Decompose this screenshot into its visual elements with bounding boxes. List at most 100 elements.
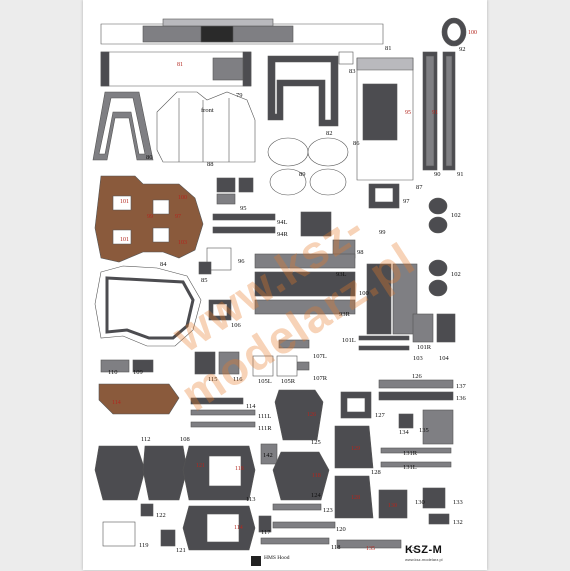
- part-label-20: 98: [357, 249, 364, 256]
- part-label-56: 113: [246, 496, 256, 503]
- part-label-64: 117: [261, 529, 271, 536]
- part-100-a: [366, 263, 392, 335]
- part-126-piece: [274, 389, 324, 441]
- part-label-11: 90: [434, 171, 441, 178]
- part-128-piece: [334, 475, 374, 519]
- part-label-3: 79: [236, 92, 243, 99]
- part-label-15: 102: [451, 212, 461, 219]
- part-label-14: 97: [403, 198, 410, 205]
- part-label-8: 88: [207, 161, 214, 168]
- part-label-17: 94L: [277, 219, 288, 226]
- part-115-box: [194, 351, 216, 375]
- part-122-box: [140, 503, 154, 517]
- part-107l-strip: [278, 339, 310, 349]
- part-label-40: 126: [412, 373, 422, 380]
- part-label-10: 87: [416, 184, 423, 191]
- part-95-b: [238, 177, 254, 193]
- part-label-41: 137: [456, 383, 466, 390]
- part-label-0: 81: [385, 45, 392, 52]
- part-135-strip: [336, 539, 402, 549]
- part-label-28: 101R: [417, 344, 432, 351]
- part-label-7: 80: [146, 154, 153, 161]
- part-label-39: 105R: [281, 378, 296, 385]
- part-99-block: [300, 211, 332, 237]
- part-134-block: [398, 413, 414, 429]
- part-label-18: 94R: [277, 231, 288, 238]
- part-label-62: 132: [453, 519, 463, 526]
- part-114-brown: [98, 383, 180, 415]
- part-131r-strip: [380, 447, 452, 454]
- part-135-block: [422, 409, 454, 445]
- part-label-36: 115: [208, 376, 218, 383]
- part-red-label-12: 121: [196, 463, 205, 469]
- part-label-2: 83: [349, 68, 356, 75]
- part-red-label-19: 100: [468, 30, 477, 36]
- part-81-box-right: [242, 51, 252, 87]
- part-label-12: 91: [457, 171, 464, 178]
- part-red-label-14: 129: [351, 446, 360, 452]
- part-142-box: [260, 443, 278, 465]
- part-red-label-17: 114: [234, 525, 243, 531]
- part-red-label-11: 118: [235, 466, 244, 472]
- part-81-box-inset: [212, 57, 244, 81]
- part-109-box: [132, 359, 154, 373]
- part-label-13: 95: [240, 205, 247, 212]
- part-label-6: 86: [353, 140, 360, 147]
- part-117-box: [258, 515, 272, 533]
- part-label-21: 96: [238, 258, 245, 265]
- part-label-47: 135: [419, 427, 429, 434]
- part-91-inner: [445, 55, 453, 167]
- part-84-outline-dark: [105, 276, 195, 340]
- part-102-b: [428, 216, 448, 234]
- part-88-folds: [178, 98, 230, 162]
- part-label-25: 100: [359, 290, 369, 297]
- part-label-26: 102: [451, 271, 461, 278]
- part-label-43: 114: [246, 403, 256, 410]
- part-102-c: [428, 259, 448, 277]
- part-81-box-left: [100, 51, 110, 87]
- part-84-outline: [94, 265, 202, 347]
- part-label-38: 105L: [258, 378, 272, 385]
- part-93r-strip: [254, 299, 356, 315]
- part-red-label-3: 101: [120, 199, 129, 205]
- part-red-label-13: 118: [312, 473, 321, 479]
- part-red-label-4: 99: [147, 214, 153, 220]
- part-label-54: 131L: [403, 464, 417, 471]
- part-131l-strip: [380, 461, 452, 468]
- part-label-34: 110: [108, 369, 118, 376]
- part-101r-strip: [358, 345, 410, 351]
- part-102-d: [428, 279, 448, 297]
- part-124-piece: [272, 451, 330, 501]
- part-81-light-band: [162, 18, 274, 27]
- part-label-61: 122: [156, 512, 166, 519]
- part-93l-strip: [254, 253, 356, 269]
- part-label-49: 112: [141, 436, 151, 443]
- parts-layout: [92, 17, 467, 551]
- part-110-box: [100, 359, 130, 373]
- part-88-front: [156, 91, 256, 163]
- part-86-dark: [362, 83, 398, 141]
- part-label-27: 101L: [342, 337, 356, 344]
- part-116-box: [218, 351, 240, 375]
- part-118-inner: [208, 455, 242, 487]
- part-red-label-18: 135: [366, 546, 375, 552]
- part-label-60: 133: [453, 499, 463, 506]
- part-label-31: 107R: [313, 375, 328, 382]
- part-label-42: 136: [456, 395, 466, 402]
- part-label-37: 116: [233, 376, 243, 383]
- part-red-label-5: 97: [175, 214, 181, 220]
- part-111l-strip: [190, 409, 256, 416]
- part-89-oval-c: [269, 168, 307, 196]
- part-130-box: [378, 489, 408, 519]
- part-108-figure: [142, 445, 188, 501]
- part-96-block: [206, 247, 232, 271]
- part-103-block: [412, 313, 434, 343]
- part-label-45: 111R: [258, 425, 272, 432]
- part-red-label-10: 126: [307, 412, 316, 418]
- part-132-box: [428, 513, 450, 525]
- part-120-strip: [272, 521, 336, 529]
- badge-icon: [251, 556, 261, 566]
- part-121-box: [160, 529, 176, 547]
- part-label-68: 12-: [409, 546, 418, 553]
- part-127-inner: [346, 397, 366, 413]
